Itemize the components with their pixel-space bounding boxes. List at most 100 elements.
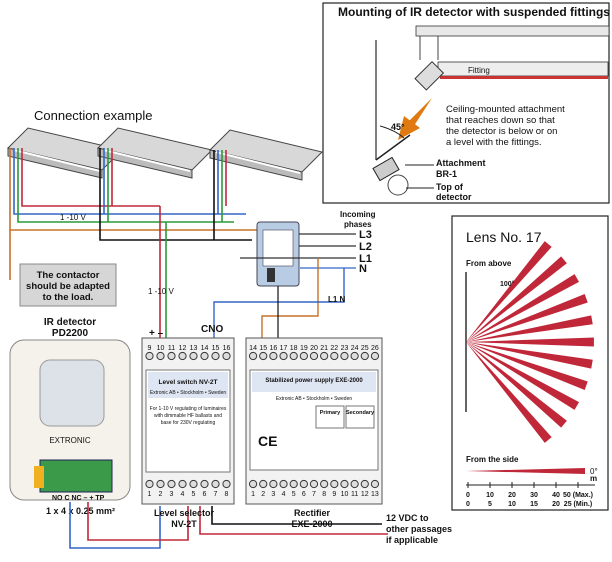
rect-top-terminal-label: 18 [290, 345, 298, 352]
rect-bottom-terminal-screw [370, 479, 380, 489]
rect-bottom-terminal-screw [299, 479, 308, 489]
level-plus-minus: + – [149, 328, 164, 339]
lens-tick-top: 10 [486, 492, 494, 499]
rect-top-terminal-screw [320, 351, 329, 361]
note-line-2: that reaches down so that [446, 115, 555, 126]
lens-from-above: From above [466, 259, 512, 268]
level-top-terminal-screw [178, 351, 187, 361]
level-desc-1: For 1-10 V regulating of luminaires [150, 406, 227, 412]
lens-tick-bottom: 5 [488, 501, 492, 508]
lens-m: m [590, 474, 597, 483]
angle-45: 45° [391, 122, 405, 132]
rect-label-sub: Extronic AB • Stockholm • Sweden [276, 396, 353, 402]
ir-detector: IR detector PD2200 EXTRONIC NO C NC – + … [9, 317, 131, 516]
ir-detector-model: PD2200 [52, 328, 89, 339]
lens-beam [466, 342, 588, 390]
rect-bottom-terminal-label: 11 [351, 491, 358, 498]
rect-top-terminal-label: 26 [371, 345, 379, 352]
lens-from-side: From the side [466, 455, 519, 464]
lens-beam [466, 294, 588, 342]
rect-top-terminal-screw [330, 351, 339, 361]
level-top-terminal-label: 11 [168, 345, 175, 352]
rect-top-terminal-label: 25 [361, 345, 369, 352]
level-bottom-terminal-screw [222, 479, 231, 489]
rect-top-terminal-label: 17 [280, 345, 288, 352]
rect-bottom-terminal-screw [350, 479, 359, 489]
attachment-label: Attachment [436, 158, 486, 168]
lens-tick-top: 50 (Max.) [563, 492, 593, 499]
rect-top-terminal-screw [279, 351, 288, 361]
attachment-model: BR-1 [436, 169, 457, 179]
level-top-terminal-label: 14 [201, 345, 209, 352]
ir-terminals: NO C NC – + TP [52, 495, 105, 502]
level-label-sub: Extronic AB • Stockholm • Sweden [150, 390, 227, 396]
note-line-1: Ceiling-mounted attachment [446, 104, 565, 115]
phase-L3: L3 [359, 229, 372, 241]
rect-bottom-terminal-screw [279, 479, 288, 489]
level-caption-1: Level selector [154, 508, 215, 518]
phase-N: N [359, 263, 367, 275]
lens-tick-bottom: 10 [508, 501, 516, 508]
rect-top-terminal-label: 14 [249, 345, 257, 352]
rect-bottom-terminal-label: 7 [312, 491, 316, 498]
top-label-1: Top of [436, 182, 464, 192]
level-top-terminal-screw [200, 351, 209, 361]
mounting-title: Mounting of IR detector with suspended f… [338, 5, 610, 19]
lens-tick-bottom: 20 [552, 501, 560, 508]
level-top-terminal-screw [167, 351, 176, 361]
rect-bottom-terminal-label: 12 [361, 491, 369, 498]
level-bottom-terminal-label: 4 [181, 491, 185, 498]
rect-bottom-terminal-label: 9 [332, 491, 336, 498]
rect-primary: Primary [320, 410, 341, 416]
note-line-3: the detector is below or on [446, 126, 557, 137]
rect-top-terminal-screw [289, 351, 298, 361]
rect-bottom-terminal-screw [289, 479, 298, 489]
output-note-3: if applicable [386, 535, 438, 545]
rect-top-terminal-label: 24 [351, 345, 359, 352]
contactor-note-1: The contactor [37, 270, 100, 281]
rect-bottom-terminal-label: 8 [322, 491, 326, 498]
level-cno: CNO [201, 324, 223, 335]
level-bottom-terminal-label: 3 [170, 491, 174, 498]
incoming-line-1: Incoming [340, 210, 376, 219]
level-bottom-terminal-label: 2 [159, 491, 163, 498]
rect-bottom-terminal-label: 13 [371, 491, 379, 498]
level-bottom-terminal-label: 1 [148, 491, 152, 498]
level-bottom-terminal-screw [145, 479, 154, 489]
level-bottom-terminal-screw [200, 479, 209, 489]
rect-label-title: Stabilized power supply EXE-2000 [265, 378, 363, 384]
phase-L2: L2 [359, 241, 372, 253]
lens-angle-100: 100° [500, 280, 515, 288]
lens-beam [466, 342, 567, 428]
luminaire-1 [7, 127, 123, 179]
rect-top-terminal-screw [248, 351, 258, 361]
lens-beam [466, 274, 580, 342]
output-note-2: other passages [386, 524, 452, 534]
ir-cable: 1 x 4 x 0.25 mm² [46, 506, 115, 516]
lens-tick-top: 40 [552, 492, 560, 499]
level-bottom-terminal-label: 8 [225, 491, 229, 498]
rect-top-terminal-label: 16 [269, 345, 277, 352]
rect-bottom-terminal-screw [340, 479, 349, 489]
rect-top-terminal-screw [269, 351, 278, 361]
rect-bottom-terminal-label: 2 [261, 491, 265, 498]
level-bottom-terminal-screw [189, 479, 198, 489]
connection-title: Connection example [34, 108, 153, 123]
level-bottom-terminal-label: 5 [192, 491, 196, 498]
phase-L1: L1 [359, 253, 372, 265]
lens-title: Lens No. 17 [466, 229, 542, 245]
level-top-terminal-label: 10 [157, 345, 165, 352]
rect-bottom-terminal-screw [309, 479, 319, 489]
rect-bottom-terminal-label: 3 [271, 491, 275, 498]
lens-beam [466, 241, 552, 342]
luminaire-wiring [9, 148, 270, 340]
rect-top-terminal-screw [350, 351, 359, 361]
level-top-terminal-label: 15 [212, 345, 220, 352]
contactor-note-3: to the load. [43, 292, 94, 303]
level-bottom-terminal-label: 7 [214, 491, 218, 498]
contactor-note-2: should be adapted [26, 281, 110, 292]
